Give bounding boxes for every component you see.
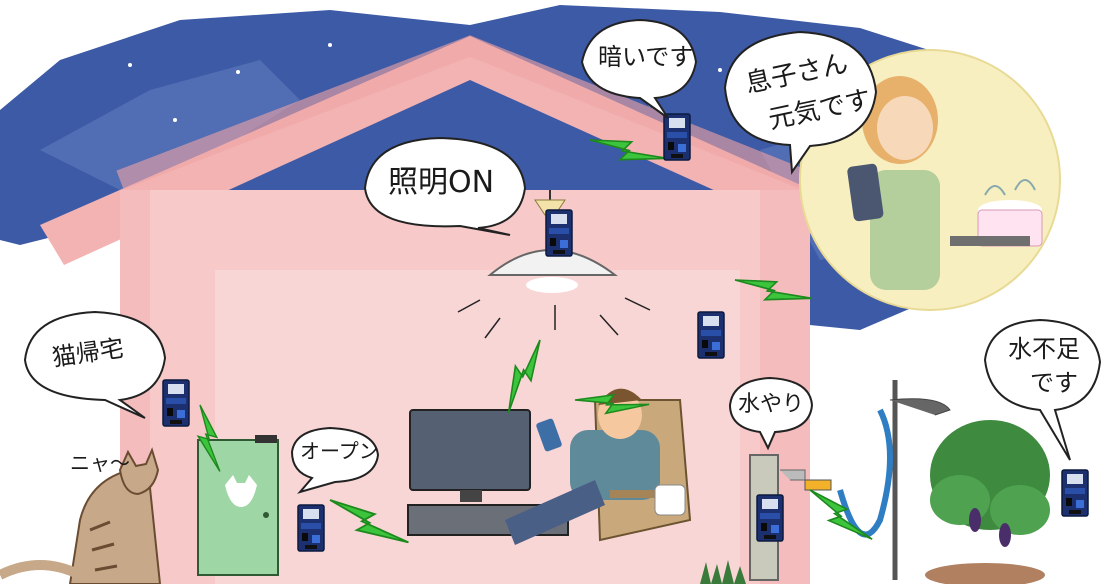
bubble-open-text: オープン [300,439,379,463]
eggplant-plants [925,420,1050,584]
bubble-water-shape [728,376,814,451]
sprinkler-and-hose [837,380,986,580]
bubble-dark-text: 暗いです [598,43,694,71]
cat [0,447,162,584]
front-door [197,435,279,576]
speech-bubbles [23,18,1102,494]
bubble-open-shape [290,426,380,494]
bubble-water-short-line1: 水不足 [1008,335,1080,363]
bubble-dark-shape [580,18,698,119]
bubble-short-shape [983,318,1102,461]
bubble-light-on-text: 照明ON [388,165,495,200]
bubble-light-shape [363,136,527,236]
cat-meow-text: ニャ〜 [70,451,130,475]
bubble-son-shape [723,30,878,175]
bubble-cat-shape [23,310,167,419]
mother-figure [847,76,940,290]
man-relaxing [505,388,692,545]
bubble-water-short-line2: です [1030,369,1078,397]
bubble-watering-text: 水やり [738,392,805,417]
ceiling-lamp [457,190,651,339]
